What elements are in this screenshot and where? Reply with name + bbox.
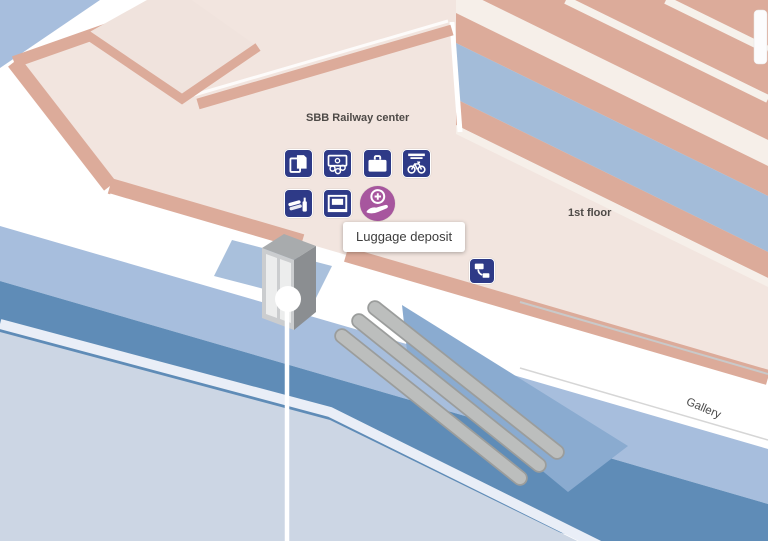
gallery-walkway xyxy=(519,301,768,441)
floor-label: 1st floor xyxy=(568,207,612,219)
luggage-briefcase-icon[interactable] xyxy=(363,149,392,178)
elevator-door xyxy=(266,254,277,318)
map-white-fragment xyxy=(753,9,768,65)
luggage-deposit-icon[interactable] xyxy=(360,186,395,221)
ticket-validator-icon[interactable] xyxy=(469,258,495,284)
kiosk-food-icon[interactable] xyxy=(284,189,313,218)
escalator xyxy=(334,300,565,486)
location-marker-dot xyxy=(275,286,301,312)
tickets-icon[interactable] xyxy=(284,149,313,178)
luggage-deposit-tooltip: Luggage deposit xyxy=(343,222,466,252)
money-exchange-icon[interactable] xyxy=(323,149,352,178)
building-label: SBB Railway center xyxy=(306,112,410,124)
escalator-pit xyxy=(402,305,628,492)
luggage-lockers-icon[interactable] xyxy=(323,189,352,218)
corner-band xyxy=(0,0,100,68)
bike-rental-icon[interactable] xyxy=(402,149,431,178)
upper-track-band xyxy=(456,43,768,252)
upper-floor-building xyxy=(8,0,768,389)
